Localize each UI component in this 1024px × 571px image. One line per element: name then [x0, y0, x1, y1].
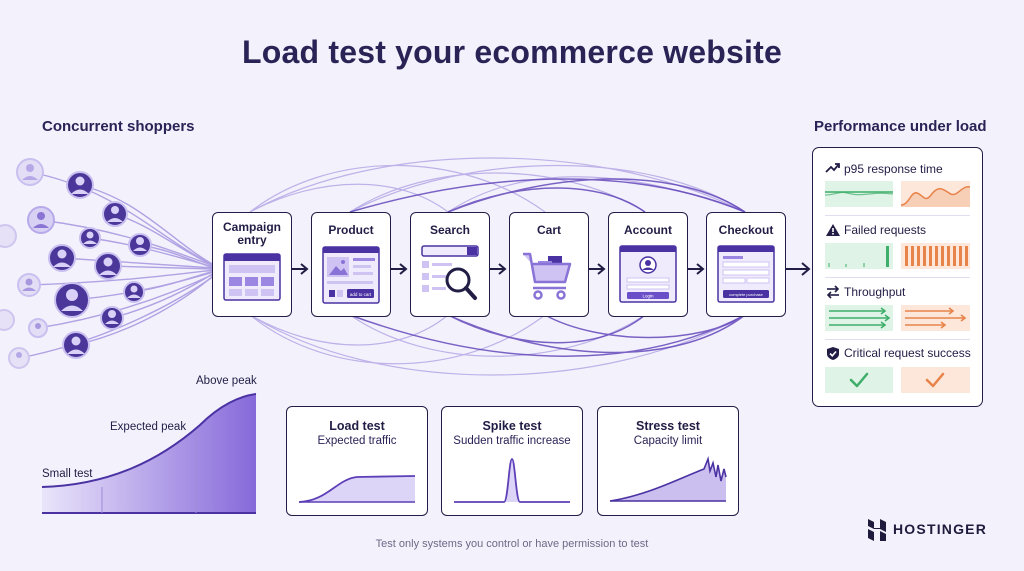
- performance-title: Performance under load: [814, 118, 987, 135]
- avatar: [17, 273, 41, 297]
- card-spike-test: Spike test Sudden traffic increase: [441, 406, 583, 516]
- ramp-label-small: Small test: [42, 468, 93, 480]
- p95-sparklines: [825, 181, 970, 207]
- step-arrows: [290, 262, 811, 276]
- metric-divider: [825, 277, 970, 278]
- disclaimer-text: Test only systems you control or have pe…: [375, 538, 649, 550]
- avatar: [123, 281, 145, 303]
- avatar: [8, 347, 30, 369]
- metric-label-throughput: Throughput: [844, 285, 906, 299]
- avatar: [128, 233, 152, 257]
- step-account: Account Login: [608, 212, 688, 317]
- avatar: [16, 158, 44, 186]
- step-label: Product: [328, 223, 374, 237]
- account-login-icon: Login: [619, 245, 677, 303]
- avatar: [79, 227, 101, 249]
- avatar: [54, 282, 90, 318]
- add-to-cart-label: add to cart: [350, 292, 372, 297]
- avatar: [27, 206, 55, 234]
- card-title: Spike test: [482, 419, 542, 433]
- avatar: [62, 331, 90, 359]
- step-label: Checkout: [718, 223, 774, 237]
- journey-arcs-top-strong: [349, 178, 746, 213]
- cart-icon: [523, 252, 572, 300]
- checkout-page-icon: complete purchase: [717, 245, 775, 303]
- avatar: [0, 224, 17, 248]
- throughput-arrows: [825, 305, 970, 331]
- avatar: [28, 318, 48, 338]
- trend-up-icon: [825, 163, 840, 173]
- metric-label-p95: p95 response time: [844, 162, 943, 176]
- swap-arrows-icon: [826, 285, 840, 299]
- card-load-test: Load test Expected traffic: [286, 406, 428, 516]
- performance-panel: p95 response time Failed requests T: [812, 147, 983, 407]
- metric-divider: [825, 215, 970, 216]
- ramp-label-above: Above peak: [196, 375, 257, 387]
- step-product: Product add to cart: [311, 212, 391, 317]
- journey-arcs-bottom: [249, 314, 746, 376]
- journey-arcs-top: [249, 157, 746, 213]
- shield-check-icon: [827, 347, 839, 360]
- card-title: Load test: [329, 419, 385, 433]
- spike-test-curve: [454, 458, 570, 503]
- journey-arcs-bottom-strong: [349, 314, 746, 357]
- shopper-avatars: [0, 158, 152, 369]
- ramp-curve: [41, 393, 257, 488]
- step-label: Search: [429, 223, 471, 237]
- step-label: Cart: [536, 223, 561, 237]
- landing-page-icon: [223, 253, 281, 301]
- shoppers-label: Concurrent shoppers: [42, 118, 195, 135]
- metric-divider: [825, 339, 970, 340]
- card-subtitle: Sudden traffic increase: [453, 435, 571, 447]
- warning-icon: [826, 224, 840, 236]
- step-label: Account: [624, 223, 672, 237]
- stress-test-curve: [609, 456, 727, 502]
- card-title: Stress test: [636, 419, 700, 433]
- ramp-label-expected: Expected peak: [110, 421, 187, 433]
- hostinger-logo-icon: [868, 519, 886, 541]
- avatar: [0, 309, 15, 331]
- step-checkout: Checkout complete purchase: [706, 212, 786, 317]
- failed-requests-bars: [825, 243, 970, 269]
- login-label: Login: [642, 294, 654, 299]
- load-test-curve: [298, 475, 416, 503]
- brand-name: HOSTINGER: [893, 521, 988, 537]
- complete-purchase-label: complete purchase: [729, 292, 764, 297]
- step-cart: Cart: [509, 212, 589, 317]
- avatar: [94, 252, 122, 280]
- product-page-icon: add to cart: [322, 246, 380, 304]
- step-search: Search: [410, 212, 490, 317]
- avatar: [48, 244, 76, 272]
- metric-label-failed: Failed requests: [844, 223, 927, 237]
- ramp-area: [42, 394, 256, 513]
- card-subtitle: Capacity limit: [633, 435, 703, 447]
- critical-success-checks: [825, 367, 970, 393]
- card-subtitle: Expected traffic: [317, 435, 397, 447]
- avatar: [100, 306, 124, 330]
- search-icon: [421, 245, 479, 300]
- card-stress-test: Stress test Capacity limit: [597, 406, 739, 516]
- avatar: [102, 201, 128, 227]
- metric-label-critical: Critical request success: [844, 346, 971, 360]
- page-title: Load test your ecommerce website: [242, 34, 782, 70]
- avatar: [66, 171, 94, 199]
